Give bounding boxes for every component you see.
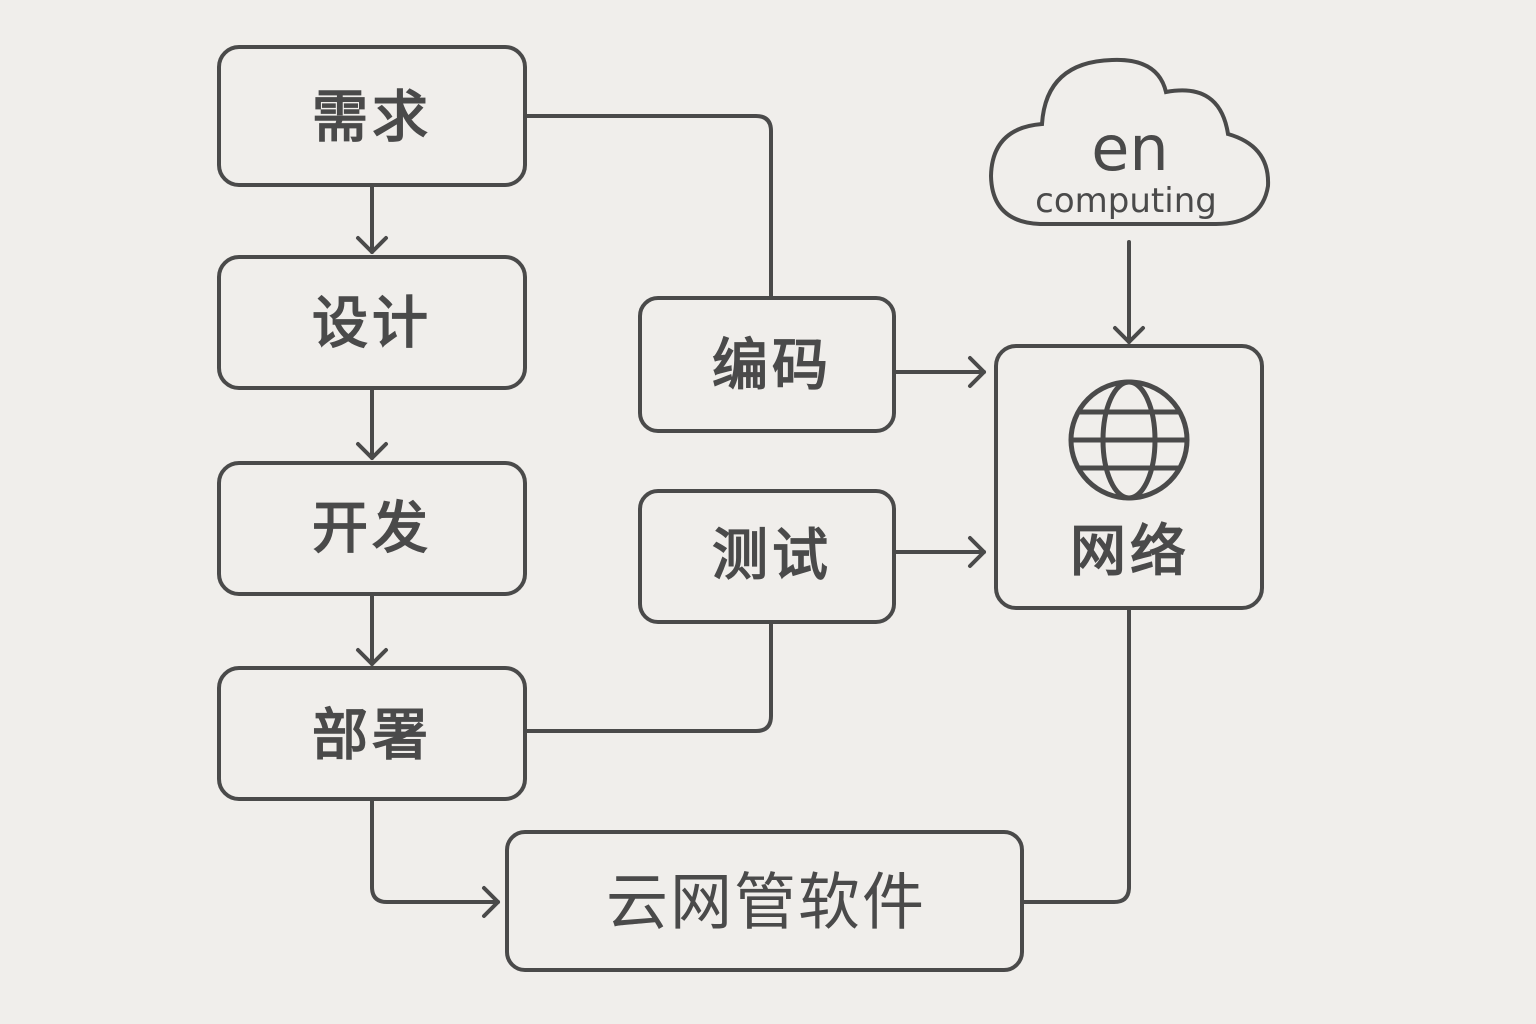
arrowhead [968,536,986,568]
node-testing[interactable]: 测试 [638,489,896,624]
edge-deployment-cloudsoftware [370,798,500,904]
node-deployment[interactable]: 部署 [217,666,527,801]
node-box [994,344,1264,610]
node-cloud-software[interactable]: 云网管软件 [505,830,1024,972]
node-cloud[interactable]: en computing [988,57,1271,226]
arrowhead [968,356,986,388]
node-label: 云网管软件 [606,866,926,939]
arrowhead [1113,326,1145,344]
arrowhead [356,648,388,666]
node-label: 设计 [312,292,432,357]
node-design[interactable]: 设计 [217,255,527,390]
node-box [217,666,527,801]
edges [356,114,1145,918]
arrowhead [356,236,388,254]
edge-testing-deployment [524,620,773,733]
edge-network-cloudsoftware [1020,606,1131,904]
arrowhead [482,886,500,918]
globe-icon [1068,379,1190,501]
cloud-label-sub: computing [1035,181,1217,221]
arrowhead [356,442,388,460]
node-coding[interactable]: 编码 [638,296,896,433]
cloud-label-main: en [1091,112,1168,185]
node-requirements[interactable]: 需求 [217,45,527,187]
node-label: 编码 [712,334,832,399]
node-label: 测试 [712,524,832,589]
node-box [638,489,896,624]
node-label: 部署 [312,704,432,769]
node-label: 需求 [312,86,432,151]
node-development[interactable]: 开发 [217,461,527,596]
node-label: 开发 [312,497,432,562]
edge-requirements-coding [524,114,773,300]
node-box [217,45,527,187]
node-network[interactable]: 网络 [994,344,1264,610]
node-box [505,830,1024,972]
node-box [638,296,896,433]
node-label: 网络 [1070,520,1190,585]
cloud-icon [988,57,1271,226]
node-box [217,461,527,596]
node-box [217,255,527,390]
